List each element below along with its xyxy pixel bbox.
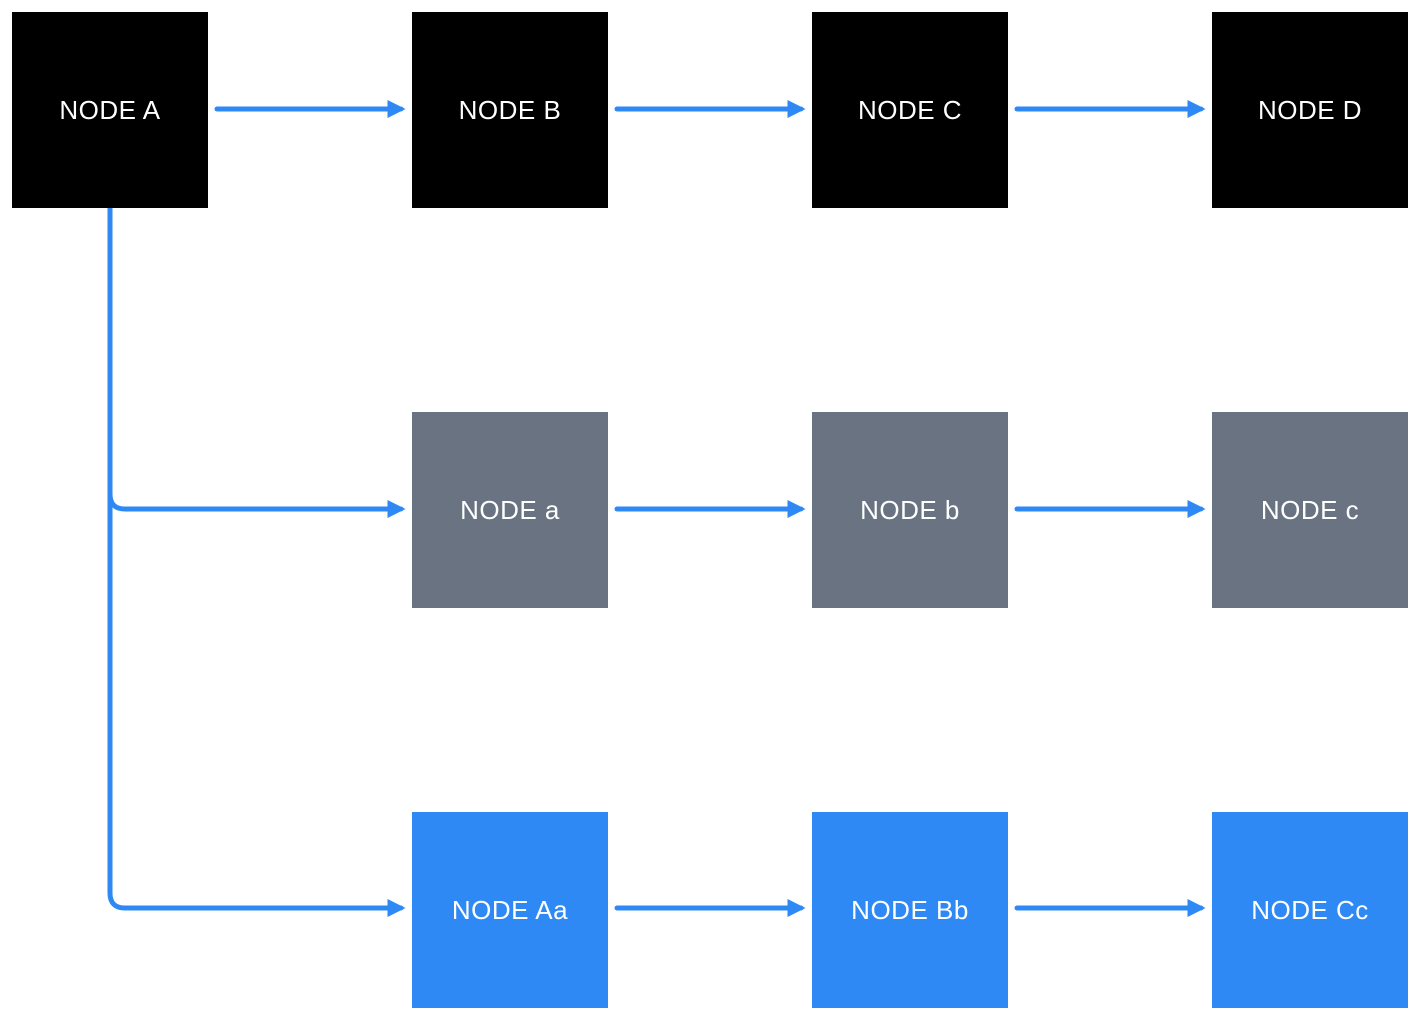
edge-nodeA-trunk-to-nodeAa: [107, 205, 406, 917]
node-label: NODE c: [1260, 494, 1360, 525]
node-label: NODE B: [458, 94, 562, 125]
node-Cc: NODE Cc: [1212, 812, 1408, 1008]
node-b: NODE b: [812, 412, 1008, 608]
node-A: NODE A: [12, 12, 208, 208]
node-C: NODE C: [812, 12, 1008, 208]
node-label: NODE a: [460, 494, 560, 525]
node-Bb: NODE Bb: [812, 812, 1008, 1008]
node-label: NODE Cc: [1251, 894, 1369, 925]
node-Aa: NODE Aa: [412, 812, 608, 1008]
node-D: NODE D: [1212, 12, 1408, 208]
node-c: NODE c: [1212, 412, 1408, 608]
node-label: NODE Aa: [451, 894, 569, 925]
node-label: NODE Bb: [851, 894, 969, 925]
node-label: NODE D: [1257, 94, 1363, 125]
node-a: NODE a: [412, 412, 608, 608]
node-label: NODE C: [857, 94, 963, 125]
edge-nodeA-branch-to-nodea: [107, 491, 406, 518]
node-label: NODE b: [860, 494, 960, 525]
node-label: NODE A: [59, 94, 161, 125]
node-B: NODE B: [412, 12, 608, 208]
